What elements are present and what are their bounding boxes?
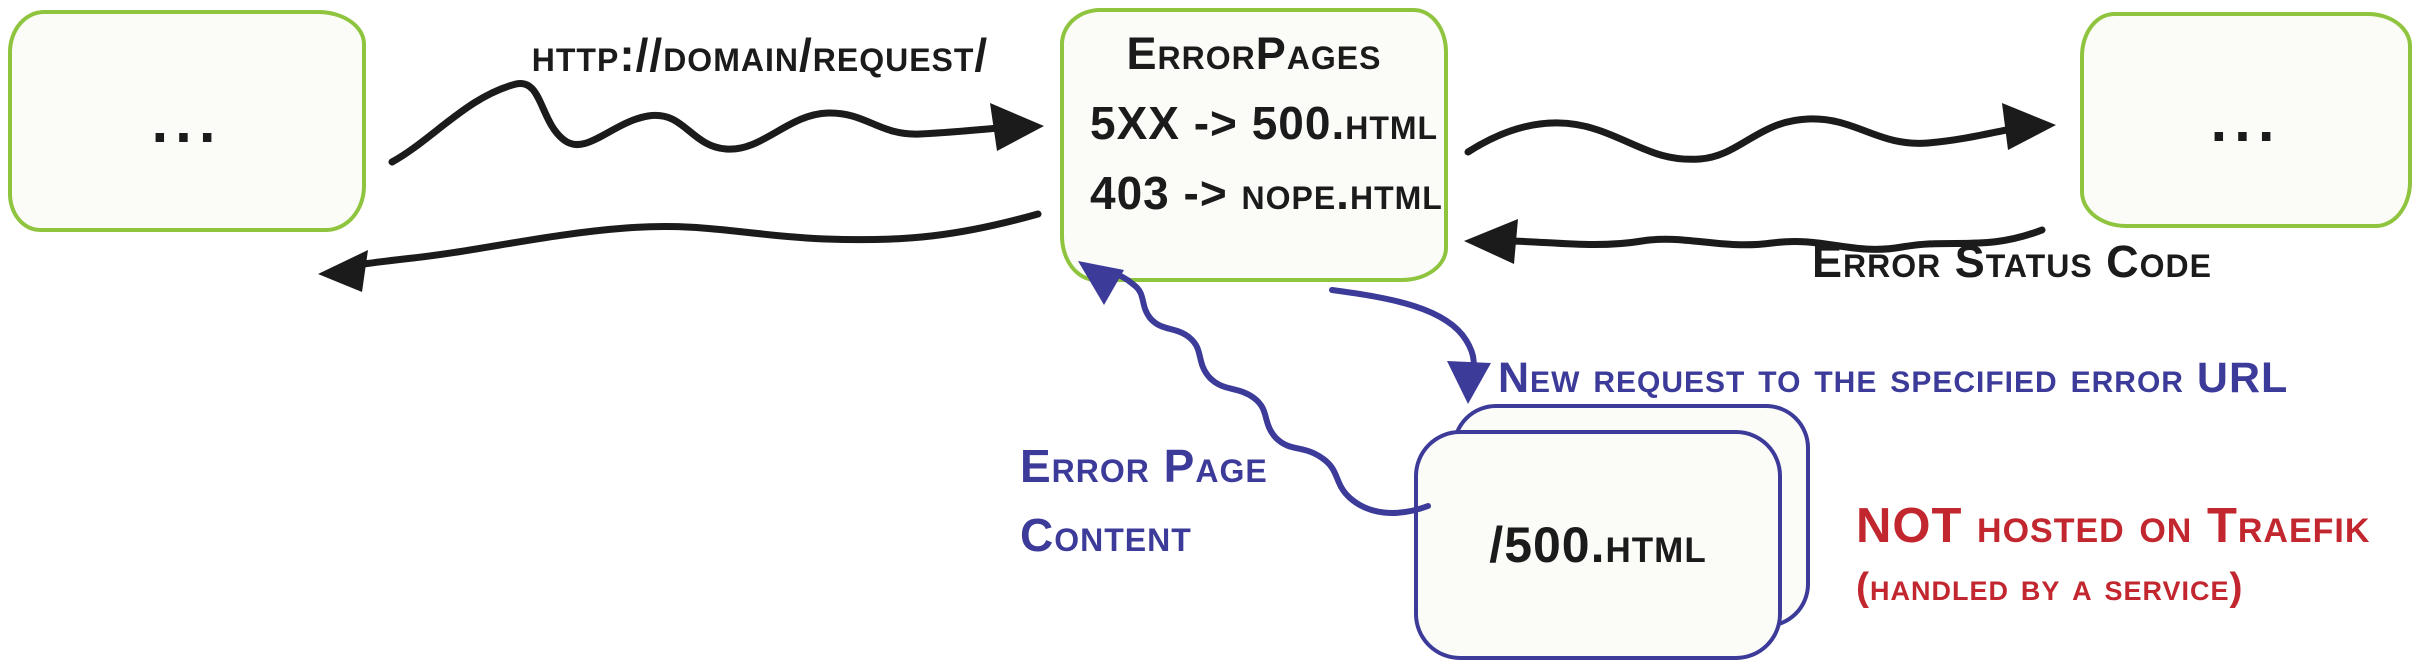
error-service-node: /500.html bbox=[1414, 430, 1782, 660]
middleware-rule-403: 403 -> nope.html bbox=[1090, 167, 1443, 219]
handled-by-service-note: (handled by a service) bbox=[1856, 566, 2244, 609]
request-url-label: http://domain/request/ bbox=[531, 29, 989, 81]
forward-arrowhead-icon bbox=[2002, 103, 2056, 150]
middleware-rule-5xx: 5XX -> 500.html bbox=[1090, 97, 1439, 149]
error-page-content-line1: Error Page bbox=[1020, 440, 1268, 492]
new-request-arrowhead-icon bbox=[1447, 361, 1491, 404]
error-status-code-label: Error Status Code bbox=[1812, 236, 2213, 287]
request-arrow bbox=[388, 80, 1004, 166]
request-arrowhead-icon bbox=[990, 103, 1044, 151]
error-page-content-label: Error Page Content bbox=[1020, 432, 1268, 570]
backend-node-label: ... bbox=[2210, 86, 2282, 154]
new-request-arrow bbox=[1329, 287, 1477, 383]
response-arrow bbox=[348, 210, 1042, 270]
backend-node: ... bbox=[2080, 12, 2412, 228]
middleware-title: ErrorPages bbox=[1126, 28, 1382, 79]
error-page-content-line2: Content bbox=[1020, 509, 1192, 561]
forward-arrow bbox=[1464, 115, 2016, 163]
new-request-label: New request to the specified error URL bbox=[1498, 354, 2289, 402]
client-node: ... bbox=[8, 10, 366, 232]
not-hosted-note: NOT hosted on Traefik bbox=[1856, 499, 2371, 553]
errorpages-middleware-node: ErrorPages 5XX -> 500.html 403 -> nope.h… bbox=[1060, 8, 1448, 282]
response-arrowhead-icon bbox=[318, 250, 368, 292]
error-status-arrowhead-icon bbox=[1464, 219, 1518, 264]
client-node-label: ... bbox=[151, 87, 223, 155]
error-service-label: /500.html bbox=[1489, 517, 1707, 573]
